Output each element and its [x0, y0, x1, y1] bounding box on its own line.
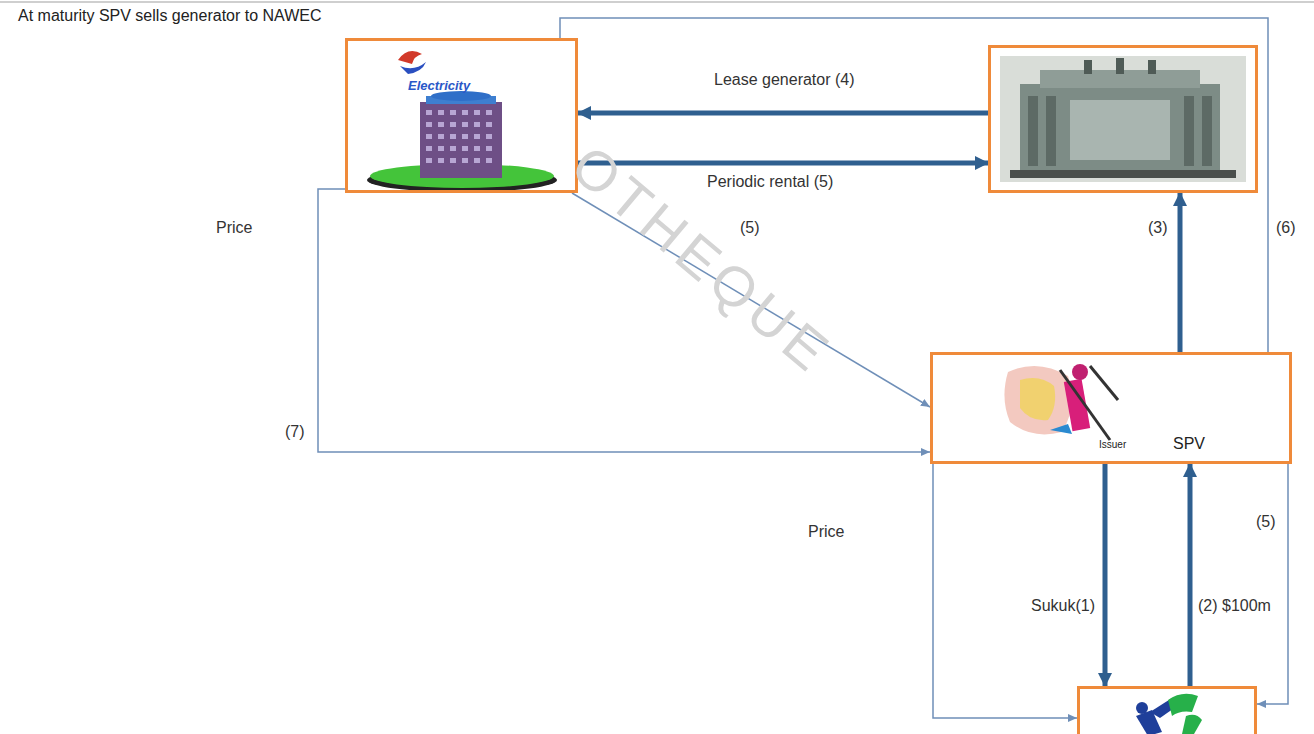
flow-arrow — [1178, 193, 1183, 352]
edge-label: Sukuk(1) — [1029, 596, 1097, 615]
diagram-title: At maturity SPV sells generator to NAWEC — [18, 7, 322, 25]
flow-arrow — [578, 111, 988, 116]
asset-box — [988, 45, 1258, 193]
edge-label: Price — [806, 522, 846, 541]
generator-illustration — [1000, 56, 1246, 182]
edge-label: (5) — [738, 218, 762, 237]
flow-label: Price — [214, 218, 254, 237]
edge-label: (2) $100m — [1196, 596, 1273, 615]
investor-box — [1077, 686, 1257, 734]
node-text: Issuer — [1099, 439, 1126, 451]
frame-line — [0, 1, 1314, 3]
edge-label: Lease generator (4) — [712, 70, 857, 89]
flow-line — [933, 464, 1077, 718]
watermark: OTHEQUE — [557, 130, 848, 389]
flow-arrow — [1103, 464, 1108, 686]
issuer-illustration — [1004, 364, 1118, 440]
investors-illustration — [1136, 694, 1202, 734]
company-box: Electricity — [345, 38, 578, 193]
flow-line — [1257, 464, 1288, 704]
edge-label: (3) — [1146, 218, 1170, 237]
spv-box: Issuer SPV — [930, 352, 1292, 464]
flow-arrow — [1188, 464, 1193, 686]
edge-label: Periodic rental (5) — [705, 172, 835, 191]
building-illustration — [367, 51, 557, 192]
edge-label: (5) — [1254, 512, 1278, 531]
node-text: SPV — [1173, 435, 1205, 453]
node-text: Electricity — [408, 79, 470, 94]
edge-label: (6) — [1274, 218, 1298, 237]
edge-label: (7) — [283, 422, 307, 441]
